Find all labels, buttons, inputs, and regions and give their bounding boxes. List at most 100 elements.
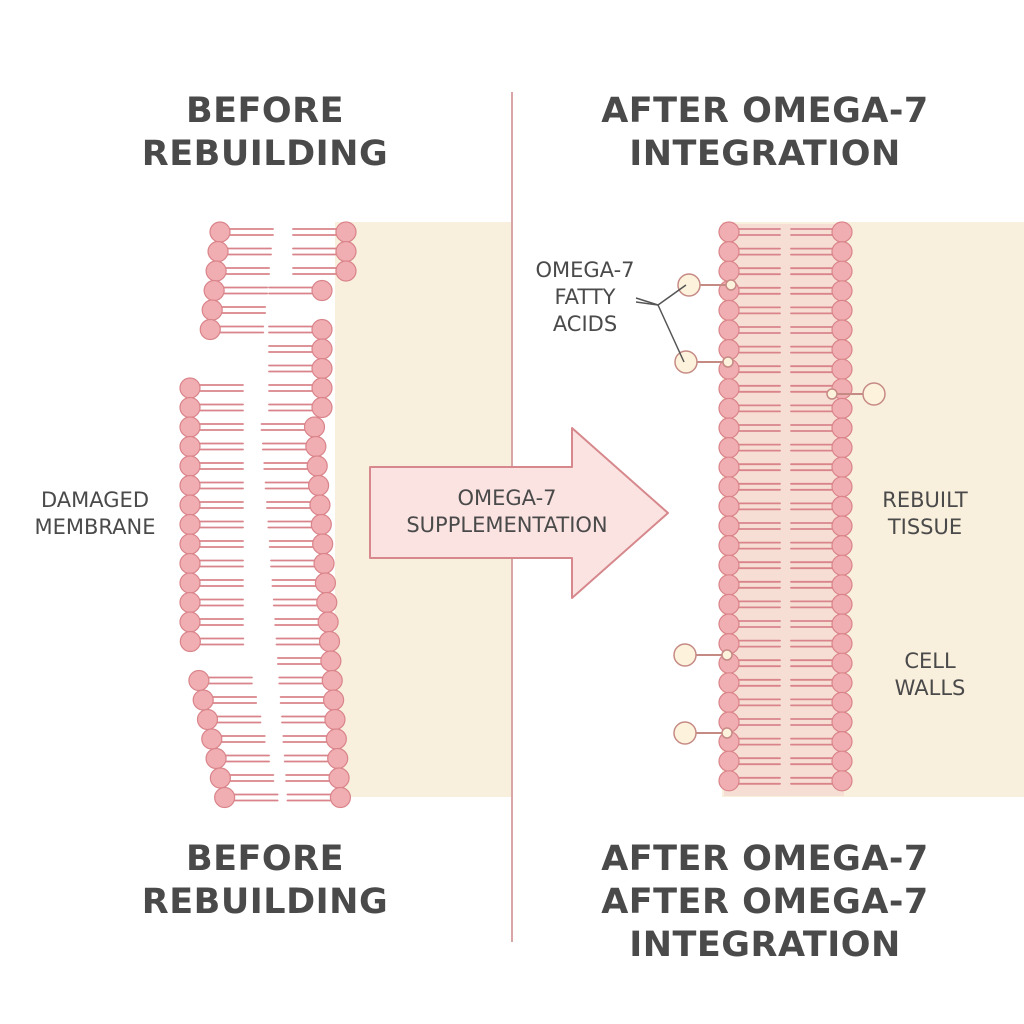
phospholipid [790, 221, 853, 243]
phospholipid [790, 730, 853, 753]
phospholipid [275, 630, 341, 653]
phospholipid [718, 417, 781, 439]
lipid-head [310, 513, 332, 536]
phospholipid [179, 474, 244, 497]
phospholipid [718, 593, 781, 616]
phospholipid [790, 613, 853, 635]
phospholipid [179, 533, 244, 555]
lipid-head [831, 534, 853, 557]
lipid-head [718, 397, 740, 419]
phospholipid [179, 435, 244, 458]
lipid-head [718, 241, 740, 263]
phospholipid [201, 728, 266, 750]
omega-7-fatty-acid [673, 643, 733, 667]
lipid-head [718, 299, 740, 321]
phospholipid [179, 572, 244, 594]
phospholipid [718, 241, 781, 263]
phospholipid [188, 669, 253, 692]
lipid-head [179, 572, 201, 594]
callout-line-lower [635, 301, 685, 363]
phospholipid [205, 747, 270, 770]
lipid-head [179, 630, 201, 653]
phospholipid [263, 455, 328, 477]
phospholipid [267, 513, 332, 536]
lipid-head [718, 691, 740, 714]
omega-7-fatty-acid [826, 382, 886, 406]
omega-head [673, 643, 697, 667]
phospholipid [718, 397, 781, 419]
phospholipid [790, 750, 853, 772]
lipid-head [188, 669, 210, 692]
phospholipid [261, 435, 327, 458]
lipid-head [318, 630, 341, 653]
phospholipid [283, 747, 349, 770]
omega-7-molecules [673, 273, 886, 745]
lipid-head [309, 494, 331, 516]
lipid-head [312, 533, 334, 555]
lipid-head [718, 221, 740, 243]
lipid-head [179, 611, 201, 633]
lipid-head [207, 240, 229, 263]
lipid-head [831, 456, 853, 478]
phospholipid [179, 630, 245, 653]
lipid-head [203, 279, 225, 302]
lipid-head [831, 730, 853, 753]
lipid-head [335, 260, 357, 282]
phospholipid [718, 437, 781, 459]
lipid-head [201, 728, 223, 750]
omega-7-fatty-acid [674, 350, 734, 374]
phospholipid [718, 613, 781, 635]
lipid-head [205, 747, 227, 770]
supplementation-arrow [369, 427, 669, 599]
lipid-head [831, 515, 853, 537]
lipid-head [325, 728, 347, 750]
label-damaged-membrane: DAMAGED MEMBRANE [34, 488, 156, 539]
rebuilt-membrane [718, 221, 853, 796]
label-rebuilt-tissue: REBUILT TISSUE [882, 488, 968, 539]
lipid-head [328, 767, 350, 789]
lipid-head [306, 455, 328, 477]
lipid-head [831, 437, 853, 459]
phospholipid [268, 279, 333, 302]
phospholipid [718, 534, 781, 557]
lipid-head [718, 495, 740, 517]
phospholipid [179, 396, 244, 419]
omega-tail-end [721, 649, 733, 661]
lipid-head [179, 416, 201, 438]
phospholipid [192, 689, 258, 711]
phospholipid [790, 437, 853, 459]
lipid-head [305, 435, 327, 458]
phospholipid [199, 318, 265, 341]
lipid-head [335, 240, 357, 263]
phospholipid [268, 533, 334, 555]
lipid-head [831, 711, 853, 733]
damaged-membrane [179, 221, 357, 809]
lipid-head [311, 338, 333, 360]
phospholipid [279, 689, 345, 711]
lipid-head [311, 279, 333, 302]
omega-tail-end [721, 727, 733, 739]
phospholipid [266, 494, 331, 516]
lipid-head [313, 552, 335, 575]
lipid-head [718, 476, 740, 498]
phospholipid [274, 611, 339, 633]
lipid-head [179, 455, 201, 477]
phospholipid [201, 299, 267, 321]
lipid-head [831, 750, 853, 772]
phospholipid [268, 318, 333, 341]
phospholipid [286, 786, 352, 809]
heading-after-top: AFTER OMEGA-7 INTEGRATION [601, 91, 929, 174]
phospholipid [790, 280, 853, 302]
lipid-head [718, 319, 740, 341]
lipid-head [831, 299, 853, 321]
lipid-head [311, 377, 333, 399]
lipid-head [179, 552, 201, 575]
phospholipid [179, 552, 244, 575]
lipid-head [179, 513, 201, 536]
lipid-head [718, 574, 740, 596]
phospholipid [179, 591, 244, 614]
lipid-head [831, 770, 853, 792]
lipid-head [831, 241, 853, 263]
lipid-head [831, 358, 853, 380]
